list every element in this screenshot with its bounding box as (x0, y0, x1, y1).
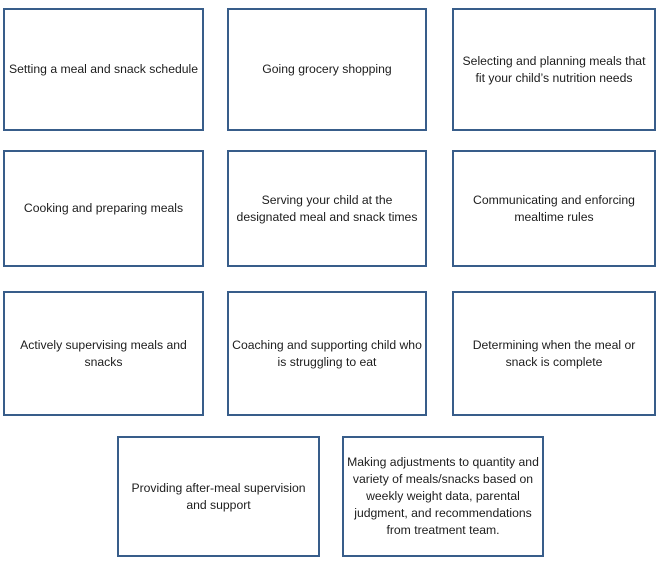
box-label: Cooking and preparing meals (23, 201, 184, 215)
box-after-meal-supervision-support: Providing after-meal supervision and sup… (117, 436, 320, 557)
box-cooking-preparing-meals: Cooking and preparing meals (3, 150, 204, 267)
box-label: Making adjustments to quantity and varie… (347, 455, 539, 537)
box-actively-supervising-meals: Actively supervising meals and snacks (3, 291, 204, 416)
box-going-grocery-shopping: Going grocery shopping (227, 8, 427, 131)
box-label: Selecting and planning meals that fit yo… (462, 53, 646, 85)
box-label: Serving your child at the designated mea… (236, 192, 418, 224)
box-determining-meal-complete: Determining when the meal or snack is co… (452, 291, 656, 416)
box-communicating-mealtime-rules: Communicating and enforcing mealtime rul… (452, 150, 656, 267)
box-serving-child-designated-times: Serving your child at the designated mea… (227, 150, 427, 267)
box-label: Determining when the meal or snack is co… (472, 337, 636, 369)
box-setting-meal-snack-schedule: Setting a meal and snack schedule (3, 8, 204, 131)
box-making-adjustments: Making adjustments to quantity and varie… (342, 436, 544, 557)
box-label: Providing after-meal supervision and sup… (131, 480, 306, 512)
box-coaching-supporting-child: Coaching and supporting child who is str… (227, 291, 427, 416)
box-label: Coaching and supporting child who is str… (232, 337, 422, 369)
box-label: Actively supervising meals and snacks (20, 337, 187, 369)
box-selecting-planning-meals: Selecting and planning meals that fit yo… (452, 8, 656, 131)
box-label: Going grocery shopping (262, 62, 392, 76)
box-label: Setting a meal and snack schedule (8, 62, 199, 76)
box-label: Communicating and enforcing mealtime rul… (473, 192, 635, 224)
